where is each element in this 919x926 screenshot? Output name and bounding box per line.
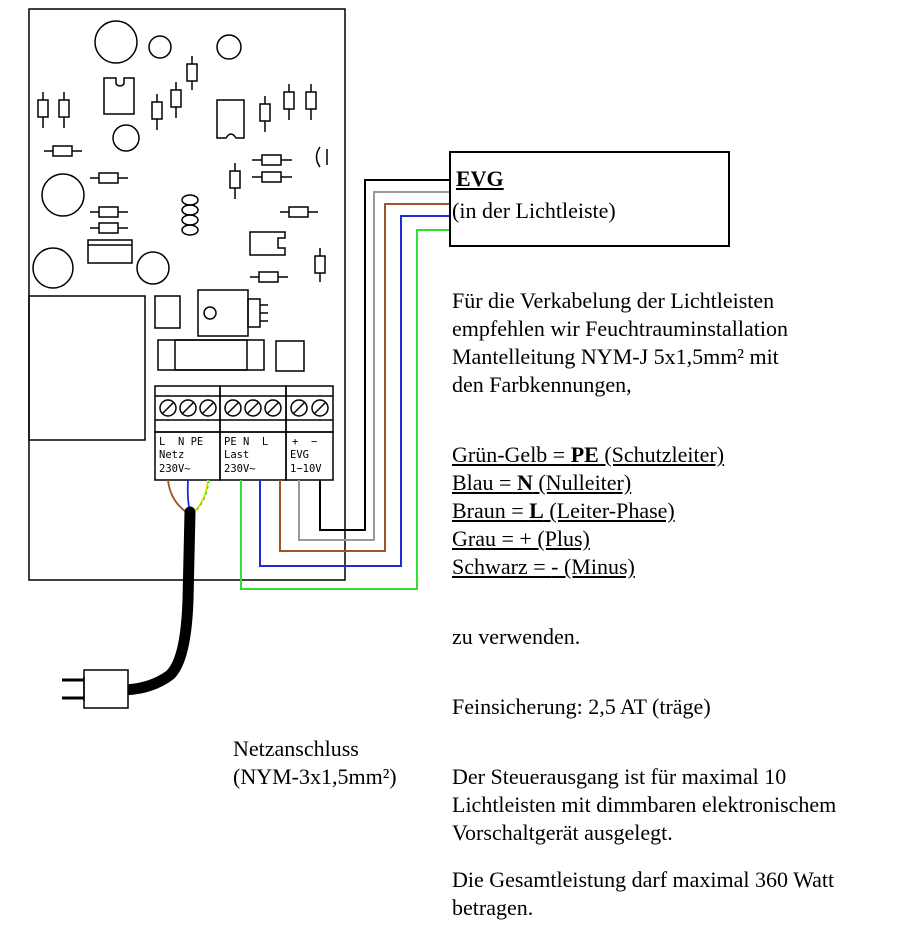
capacitor-small-1 (148, 35, 172, 59)
inductor-coil (181, 194, 199, 236)
fuse-text: Feinsicherung: 2,5 AT (träge) (452, 694, 711, 719)
netz-voltage-label: 230V~ (159, 463, 191, 475)
capacitor-large-3 (32, 247, 74, 289)
ic-chip-2 (216, 99, 245, 139)
cable-intro-line4: den Farbkennungen, (452, 372, 632, 397)
control-text-line3: Vorschaltgerät ausgelegt. (452, 820, 673, 845)
evg-name-label: EVG (290, 449, 309, 461)
vertical-resistors (37, 56, 326, 282)
capacitor-large-1 (94, 20, 138, 64)
evg-title: EVG (456, 166, 504, 191)
wire-green (240, 229, 450, 590)
last-voltage-label: 230V~ (224, 463, 256, 475)
evg-wires (240, 179, 450, 590)
color-code-l: Braun = L (Leiter-Phase) (452, 498, 675, 523)
wire-black (319, 179, 450, 531)
mains-wire-green (194, 479, 210, 513)
wire-blue (259, 215, 450, 567)
mains-wire-yellow (193, 479, 209, 513)
capacitor-large-2 (41, 173, 85, 217)
control-text-line1: Der Steuerausgang ist für maximal 10 (452, 764, 787, 789)
horizontal-resistors (44, 145, 318, 283)
capacitor-tiny (315, 146, 328, 168)
power-text-line1: Die Gesamtleistung darf maximal 360 Watt (452, 867, 835, 892)
color-code-plus: Grau = + (Plus) (452, 526, 590, 551)
color-code-pe: Grün-Gelb = PE (Schutzleiter) (452, 442, 725, 467)
transformer (28, 295, 146, 441)
power-text-line2: betragen. (452, 895, 534, 920)
last-top-label: PE N L (224, 436, 268, 448)
evg-subtitle: (in der Lichtleiste) (452, 198, 616, 223)
voltage-regulator (197, 289, 249, 337)
evg-voltage-label: 1−10V (290, 463, 322, 475)
cable-intro-line1: Für die Verkabelung der Lichtleisten (452, 288, 775, 313)
capacitor-small-2 (216, 34, 242, 60)
mains-label-line1: Netzanschluss (233, 736, 359, 761)
cable-intro-line3: Mantelleitung NYM-J 5x1,5mm² mit (452, 344, 779, 369)
terminal-labels: L N PE Netz 230V~ PE N L Last 230V~ + − … (159, 436, 322, 475)
terminal-screws (159, 399, 329, 417)
netz-name-label: Netz (159, 449, 184, 461)
cable-intro-line2: empfehlen wir Feuchtrauminstallation (452, 316, 789, 341)
mains-cable-jacket (114, 506, 196, 696)
mains-wire-brown (167, 479, 187, 513)
mains-cable (114, 479, 210, 696)
capacitor-medium-1 (112, 124, 140, 152)
wire-brown (279, 203, 450, 552)
use-text: zu verwenden. (452, 624, 581, 649)
control-text-line2: Lichtleisten mit dimmbaren elektronische… (452, 792, 837, 817)
plug (62, 669, 129, 709)
square-component (154, 295, 181, 329)
rect-component-1 (87, 239, 133, 264)
capacitor-medium-2 (136, 251, 170, 285)
pcb-components (28, 20, 328, 441)
bracket-component (249, 231, 286, 256)
mains-label-line2: (NYM-3x1,5mm²) (233, 764, 397, 789)
fuse (157, 339, 265, 371)
evg-top-label: + − (292, 436, 317, 448)
wire-grey (298, 191, 450, 541)
evg-box (449, 151, 730, 247)
netz-top-label: L N PE (159, 436, 203, 448)
last-name-label: Last (224, 449, 249, 461)
square-component-2 (275, 340, 305, 372)
ic-chip-1 (103, 77, 135, 115)
color-code-minus: Schwarz = - (Minus) (452, 554, 635, 579)
color-code-n: Blau = N (Nulleiter) (452, 470, 632, 495)
